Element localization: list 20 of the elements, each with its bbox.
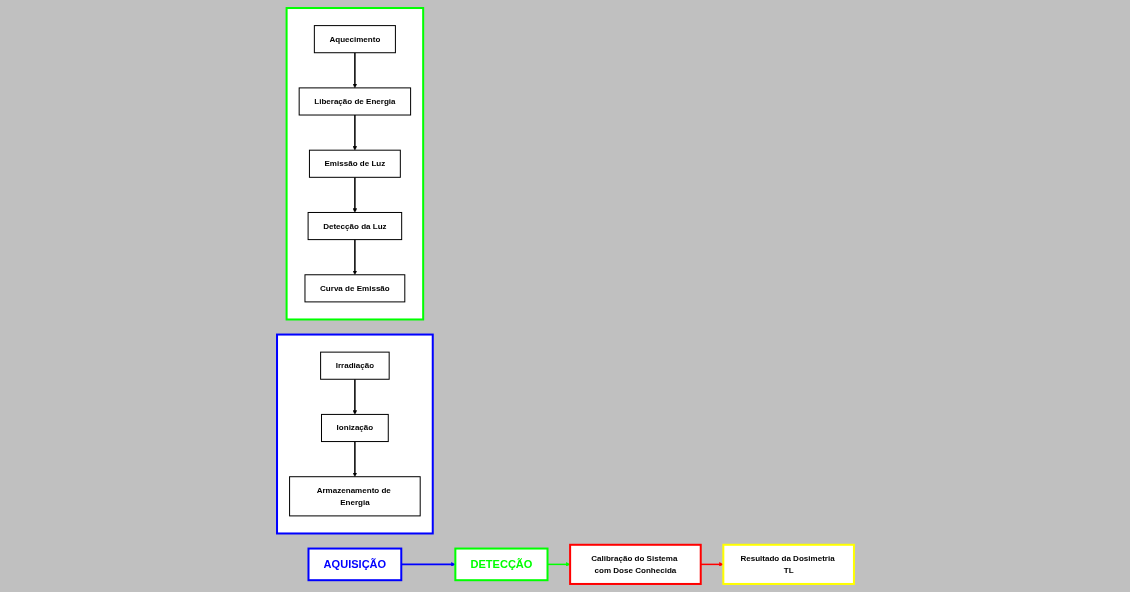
arrow (352, 378, 357, 415)
node-box: Curva de Emissão (304, 274, 405, 303)
node-box: Emissão de Luz (308, 149, 401, 178)
node-box: Aquecimento (313, 25, 396, 54)
cluster (285, 7, 424, 321)
node-box: Resultado da Dosimetria TL (721, 543, 855, 585)
arrow (352, 51, 357, 89)
arrow (352, 114, 357, 151)
node-box: Liberação de Energia (298, 87, 411, 116)
node-box: Calibração do Sistema com Dose Conhecida (568, 543, 702, 585)
node-box: AQUISIÇÃO (307, 547, 402, 582)
cluster (275, 333, 434, 535)
node-box: DETECÇÃO (453, 547, 549, 582)
node-box: Irradiação (319, 351, 390, 380)
node-box: Armazenamento de Energia (288, 476, 421, 517)
arrow (352, 176, 357, 213)
arrow (352, 238, 357, 275)
arrow (352, 440, 357, 477)
node-box: Detecção da Luz (307, 212, 402, 241)
node-box: Ionização (320, 413, 389, 443)
